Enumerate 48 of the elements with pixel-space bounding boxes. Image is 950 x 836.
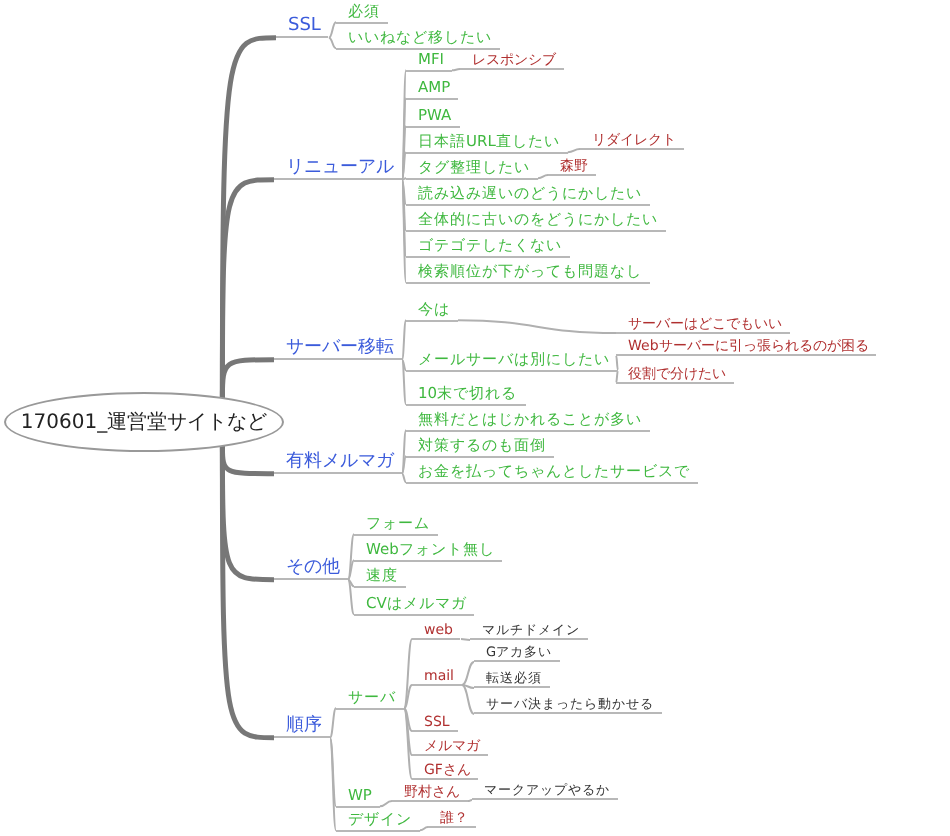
branch-line [461,684,475,689]
branch-topic: SSL [276,16,329,39]
branch-line [327,21,337,39]
branch-line [401,472,407,484]
branch-line [401,358,407,372]
branch-topic: 順序 [274,716,330,739]
branch-line [378,800,393,808]
branch-line [219,357,274,398]
branch-line [329,736,337,832]
branch-line [401,178,407,258]
branch-line [347,578,355,616]
branch-line [401,178,407,232]
branch-line [403,707,413,757]
branch-line [461,684,475,715]
branch-line [401,151,407,181]
branch-line [566,148,581,154]
branch-line [401,177,407,181]
branch-line [329,707,337,739]
branch-line [457,319,617,335]
branch-topic: 有料メルマガ [274,452,402,475]
branch-line [329,736,337,808]
branch-line [419,826,429,832]
branch-line [347,559,355,581]
branch-line [459,638,471,641]
branch-line [537,174,549,180]
branch-line [615,369,619,385]
branch-line [219,446,275,741]
branch-line [401,178,407,284]
branch-line [403,707,413,733]
branch-line [401,358,407,406]
branch-line [467,798,473,803]
branch-line [401,429,407,475]
branch-line [401,455,407,475]
branch-line [403,684,413,710]
branch-line [347,533,355,581]
branch-line [403,638,413,710]
branch-topic: リニューアル [274,158,402,181]
branch-line [401,319,407,361]
branch-line [461,660,475,687]
branch-line [401,178,407,206]
branch-line [327,36,337,50]
branch-line [615,354,619,372]
branch-line [451,68,461,72]
branch-line [403,707,413,781]
central-topic-ellipse: 170601_運営堂サイトなど [4,392,284,452]
branch-topic: サーバー移転 [274,338,402,361]
branch-topic: その他 [274,558,348,581]
branch-line [347,578,355,588]
